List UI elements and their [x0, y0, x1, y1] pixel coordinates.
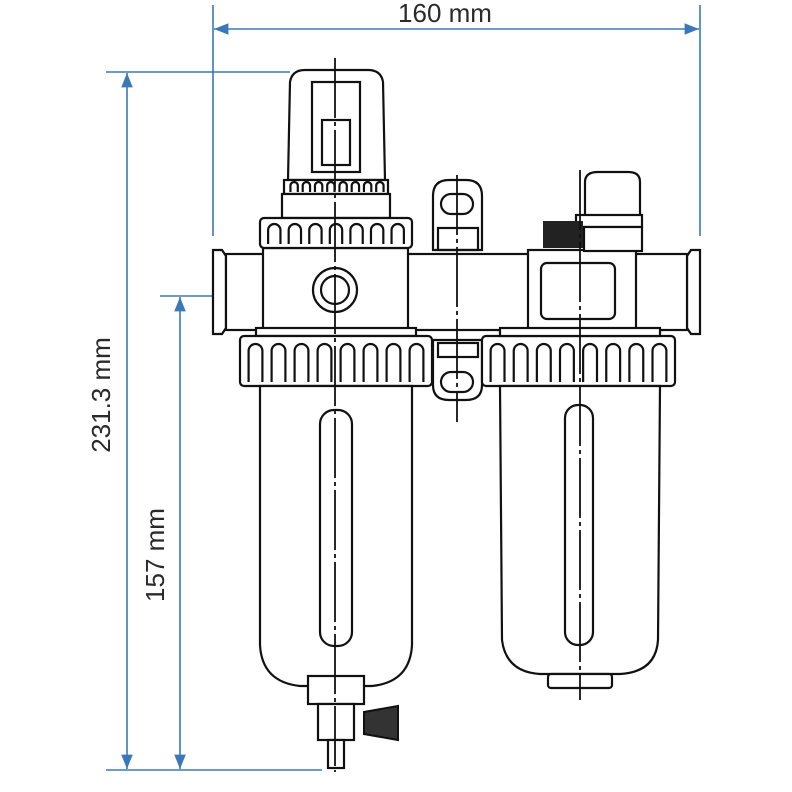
- grip-notch: [350, 180, 361, 192]
- grip-notch: [628, 342, 645, 382]
- width-dimension: 160 mm: [212, 0, 701, 236]
- bowl-ring: [238, 334, 434, 388]
- grip-notch: [390, 222, 405, 244]
- oil-fill-cap: [583, 170, 642, 224]
- grip-notch: [489, 342, 506, 382]
- filter-bowl: [258, 384, 414, 688]
- width-label: 160 mm: [398, 0, 492, 28]
- grip-notch: [308, 222, 323, 244]
- total-height-label: 231.3 mm: [86, 337, 116, 453]
- grip-notch: [582, 342, 599, 382]
- grip-notch: [293, 342, 310, 382]
- grip-notch: [362, 342, 379, 382]
- grip-notch: [316, 342, 333, 382]
- regulator-knob: [286, 68, 387, 182]
- grip-notch: [289, 180, 299, 192]
- total-height-dimension: 231.3 mm: [86, 71, 322, 771]
- grip-notch: [270, 342, 287, 382]
- grip-notch: [512, 342, 529, 382]
- bowl-height-dimension: 157 mm: [140, 295, 212, 769]
- grip-notch: [535, 342, 552, 382]
- grip-notch: [313, 180, 324, 192]
- grip-notch: [375, 180, 385, 192]
- manifold-body: [211, 246, 702, 336]
- bowl-height-label: 157 mm: [140, 508, 170, 602]
- grip-notch: [605, 342, 622, 382]
- adjust-screw: [543, 221, 583, 248]
- regulator-unit: [238, 58, 434, 772]
- grip-notch: [349, 222, 364, 244]
- grip-notch: [338, 180, 348, 192]
- grip-notch: [385, 342, 402, 382]
- grip-notch: [287, 222, 303, 244]
- grip-notch: [651, 342, 668, 382]
- grip-notch: [247, 342, 264, 382]
- grip-notch: [339, 342, 356, 382]
- grip-notch: [267, 222, 282, 244]
- drain-valve-handle: [363, 704, 399, 742]
- grip-notch: [408, 342, 425, 382]
- sight-glass: [318, 408, 354, 648]
- grip-notch: [362, 180, 373, 192]
- grip-notch: [301, 180, 312, 192]
- mounting-bracket: [431, 175, 484, 422]
- lubricator-unit: [480, 170, 677, 700]
- grip-notch: [369, 222, 385, 244]
- grip-notch: [558, 342, 575, 382]
- grip-notch: [328, 222, 344, 244]
- oil-sight-glass: [563, 403, 595, 647]
